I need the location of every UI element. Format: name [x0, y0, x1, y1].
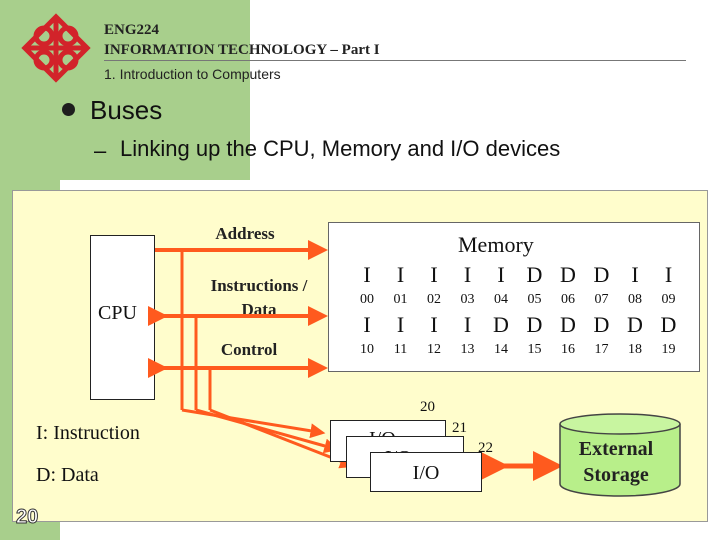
io-address-20: 20 — [420, 399, 435, 415]
course-code: ENG224 — [104, 22, 160, 38]
memory-cell-content: I — [463, 312, 472, 337]
memory-cell-address: 17 — [594, 342, 609, 357]
memory-cell-content: D — [493, 312, 509, 337]
address-bus-label: Address — [215, 224, 275, 243]
memory-title: Memory — [458, 232, 534, 257]
memory-cell-content: I — [396, 262, 405, 287]
legend-instruction: I: Instruction — [36, 422, 140, 444]
cpu-box — [90, 235, 155, 400]
chapter-title: 1. Introduction to Computers — [104, 66, 281, 82]
header-divider — [104, 60, 686, 61]
memory-cell-address: 14 — [494, 342, 508, 357]
memory-cell-content: D — [627, 312, 643, 337]
data-bus-label-line1: Instructions / — [210, 276, 308, 295]
sub-bullet-text: Linking up the CPU, Memory and I/O devic… — [120, 136, 561, 161]
memory-cell-content: I — [363, 312, 371, 337]
io-device-front: I/O — [370, 452, 482, 492]
cpu-label: CPU — [98, 302, 137, 324]
header-color-block — [60, 0, 250, 180]
memory-cell-content: I — [430, 262, 438, 287]
memory-cell-content: D — [593, 312, 610, 337]
course-title: INFORMATION TECHNOLOGY – Part I — [104, 42, 380, 58]
memory-cell-address: 06 — [561, 292, 575, 307]
control-bus-label: Control — [220, 340, 278, 359]
memory-cell-address: 00 — [360, 292, 374, 307]
io-device-front-label: I/O — [412, 462, 440, 484]
memory-cell-content: D — [526, 262, 543, 287]
memory-cell-address: 18 — [628, 342, 642, 357]
memory-cell-address: 05 — [527, 292, 542, 307]
legend-data: D: Data — [36, 464, 99, 486]
memory-cell-address: 15 — [527, 342, 542, 357]
memory-cell-content: I — [463, 262, 472, 287]
memory-cell-address: 09 — [661, 292, 676, 307]
memory-cell-content: I — [363, 262, 371, 287]
memory-cell-address: 07 — [594, 292, 609, 307]
memory-box — [328, 222, 700, 372]
data-bus-label-line2: Data — [241, 300, 277, 319]
memory-cell-content: D — [593, 262, 610, 287]
memory-cell-content: I — [631, 262, 639, 287]
memory-cell-address: 13 — [460, 342, 475, 357]
memory-cell-address: 16 — [561, 342, 575, 357]
memory-cell-address: 11 — [393, 342, 408, 357]
memory-cell-address: 03 — [460, 292, 475, 307]
memory-cell-content: I — [396, 312, 405, 337]
external-storage-line2: Storage — [583, 464, 649, 486]
bullet-icon — [62, 103, 75, 116]
memory-cell-address: 02 — [427, 292, 441, 307]
memory-cell-content: I — [664, 262, 673, 287]
memory-cell-address: 08 — [628, 292, 642, 307]
memory-cell-content: D — [560, 262, 576, 287]
memory-cell-content: I — [430, 312, 438, 337]
io-address-21: 21 — [452, 420, 467, 436]
sub-bullet-dash: – — [94, 138, 107, 163]
external-storage-cylinder — [559, 413, 681, 497]
memory-cell-content: D — [660, 312, 677, 337]
university-logo — [21, 13, 91, 83]
memory-cell-address: 04 — [494, 292, 508, 307]
memory-cell-address: 19 — [661, 342, 676, 357]
memory-cell-address: 10 — [360, 342, 374, 357]
bullet-heading: Buses — [90, 95, 163, 125]
memory-cell-content: D — [560, 312, 576, 337]
memory-cell-address: 12 — [427, 342, 441, 357]
memory-cell-content: D — [526, 312, 543, 337]
memory-cell-content: I — [497, 262, 505, 287]
external-storage-line1: External — [578, 438, 654, 460]
memory-cell-address: 01 — [393, 292, 408, 307]
slide-number: 20 — [15, 506, 39, 529]
external-storage-label: External Storage — [556, 436, 676, 488]
